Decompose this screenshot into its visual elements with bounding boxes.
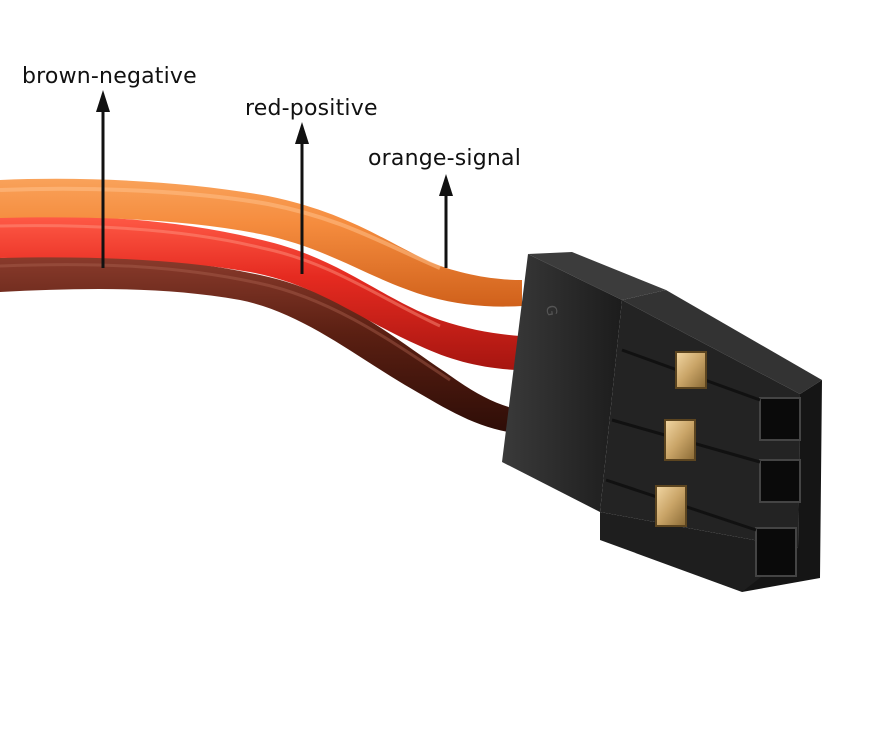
connector-top-face	[528, 252, 666, 300]
connector-lower-face	[600, 512, 798, 592]
connector-mark: G	[542, 304, 560, 317]
label-brown-negative: brown-negative	[22, 64, 197, 89]
pin-slot-2	[759, 459, 801, 503]
label-red-positive: red-positive	[245, 96, 378, 121]
orange-wire	[0, 178, 522, 307]
arrow-brown-icon	[96, 90, 110, 268]
connector-end-face	[740, 380, 822, 592]
pin-slot-1	[759, 397, 801, 441]
brown-wire	[0, 255, 512, 432]
pin-slot-3	[755, 527, 797, 577]
gold-contact-3	[655, 485, 687, 527]
arrow-red-icon	[295, 122, 309, 274]
connector-pin-face	[600, 300, 800, 548]
gold-contact-1	[675, 351, 707, 389]
connector-side-body	[502, 254, 622, 512]
orange-wire-highlight	[0, 186, 441, 270]
red-wire	[0, 215, 520, 370]
connector-front-face	[622, 290, 822, 394]
red-wire-highlight	[0, 224, 441, 328]
label-orange-signal: orange-signal	[368, 146, 522, 171]
arrow-orange-icon	[439, 174, 453, 268]
brown-wire-highlight	[0, 263, 451, 382]
gold-contact-2	[664, 419, 696, 461]
